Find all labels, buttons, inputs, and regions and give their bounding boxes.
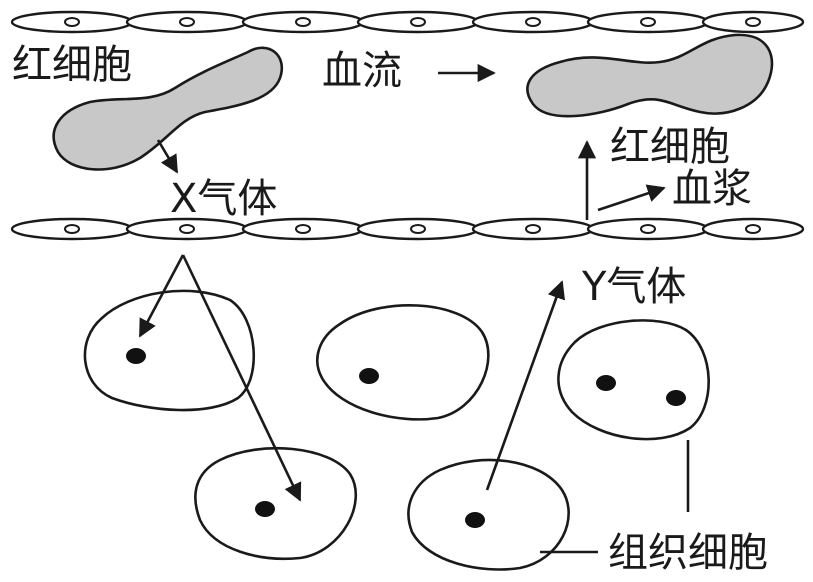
capillary-wall-top bbox=[10, 10, 805, 34]
endothelial-cell bbox=[586, 10, 710, 34]
endothelial-cell bbox=[10, 217, 134, 241]
arrow-tissue-cell-to-y-gas bbox=[485, 280, 566, 491]
endothelial-cell bbox=[701, 217, 805, 241]
tissue-cell bbox=[316, 303, 490, 421]
tissue-cell bbox=[194, 446, 357, 560]
capillary-wall-bottom bbox=[10, 217, 805, 241]
tissue-cell bbox=[557, 319, 710, 441]
red-blood-cell-right bbox=[526, 33, 774, 118]
label-tissue-cells: 组织细胞 bbox=[608, 530, 768, 576]
endothelial-cell bbox=[356, 10, 480, 34]
arrow-rbc-to-x-gas bbox=[156, 139, 179, 174]
label-red-blood-cell-left: 红细胞 bbox=[12, 42, 132, 88]
endothelial-cell bbox=[125, 10, 249, 34]
label-red-blood-cell-right: 红细胞 bbox=[610, 124, 730, 170]
nucleus bbox=[666, 390, 686, 406]
endothelial-cell bbox=[471, 217, 595, 241]
endothelial-cell bbox=[471, 10, 595, 34]
endothelial-cell bbox=[701, 10, 805, 34]
tissue-cell bbox=[407, 458, 570, 571]
arrow-y-gas-to-plasma bbox=[597, 184, 666, 212]
nucleus bbox=[465, 512, 485, 528]
label-plasma: 血浆 bbox=[672, 166, 752, 212]
arrow-x-gas-to-tissue-cell-1 bbox=[138, 254, 185, 338]
endothelial-cell bbox=[241, 217, 365, 241]
red-blood-cell-left bbox=[52, 46, 283, 171]
nucleus bbox=[126, 348, 146, 364]
nucleus bbox=[596, 375, 616, 391]
label-x-gas: X气体 bbox=[170, 176, 277, 222]
endothelial-cell bbox=[356, 217, 480, 241]
label-y-gas: Y气体 bbox=[581, 264, 686, 310]
endothelial-cell bbox=[586, 217, 710, 241]
endothelial-cell bbox=[241, 10, 365, 34]
nucleus bbox=[255, 501, 275, 517]
label-blood-flow: 血流 bbox=[322, 48, 402, 94]
endothelial-cell bbox=[125, 217, 249, 241]
tissue-cell bbox=[83, 289, 256, 412]
arrow-x-gas-to-tissue-cell-4 bbox=[181, 254, 302, 502]
endothelial-cell bbox=[10, 10, 134, 34]
nucleus bbox=[359, 368, 379, 384]
